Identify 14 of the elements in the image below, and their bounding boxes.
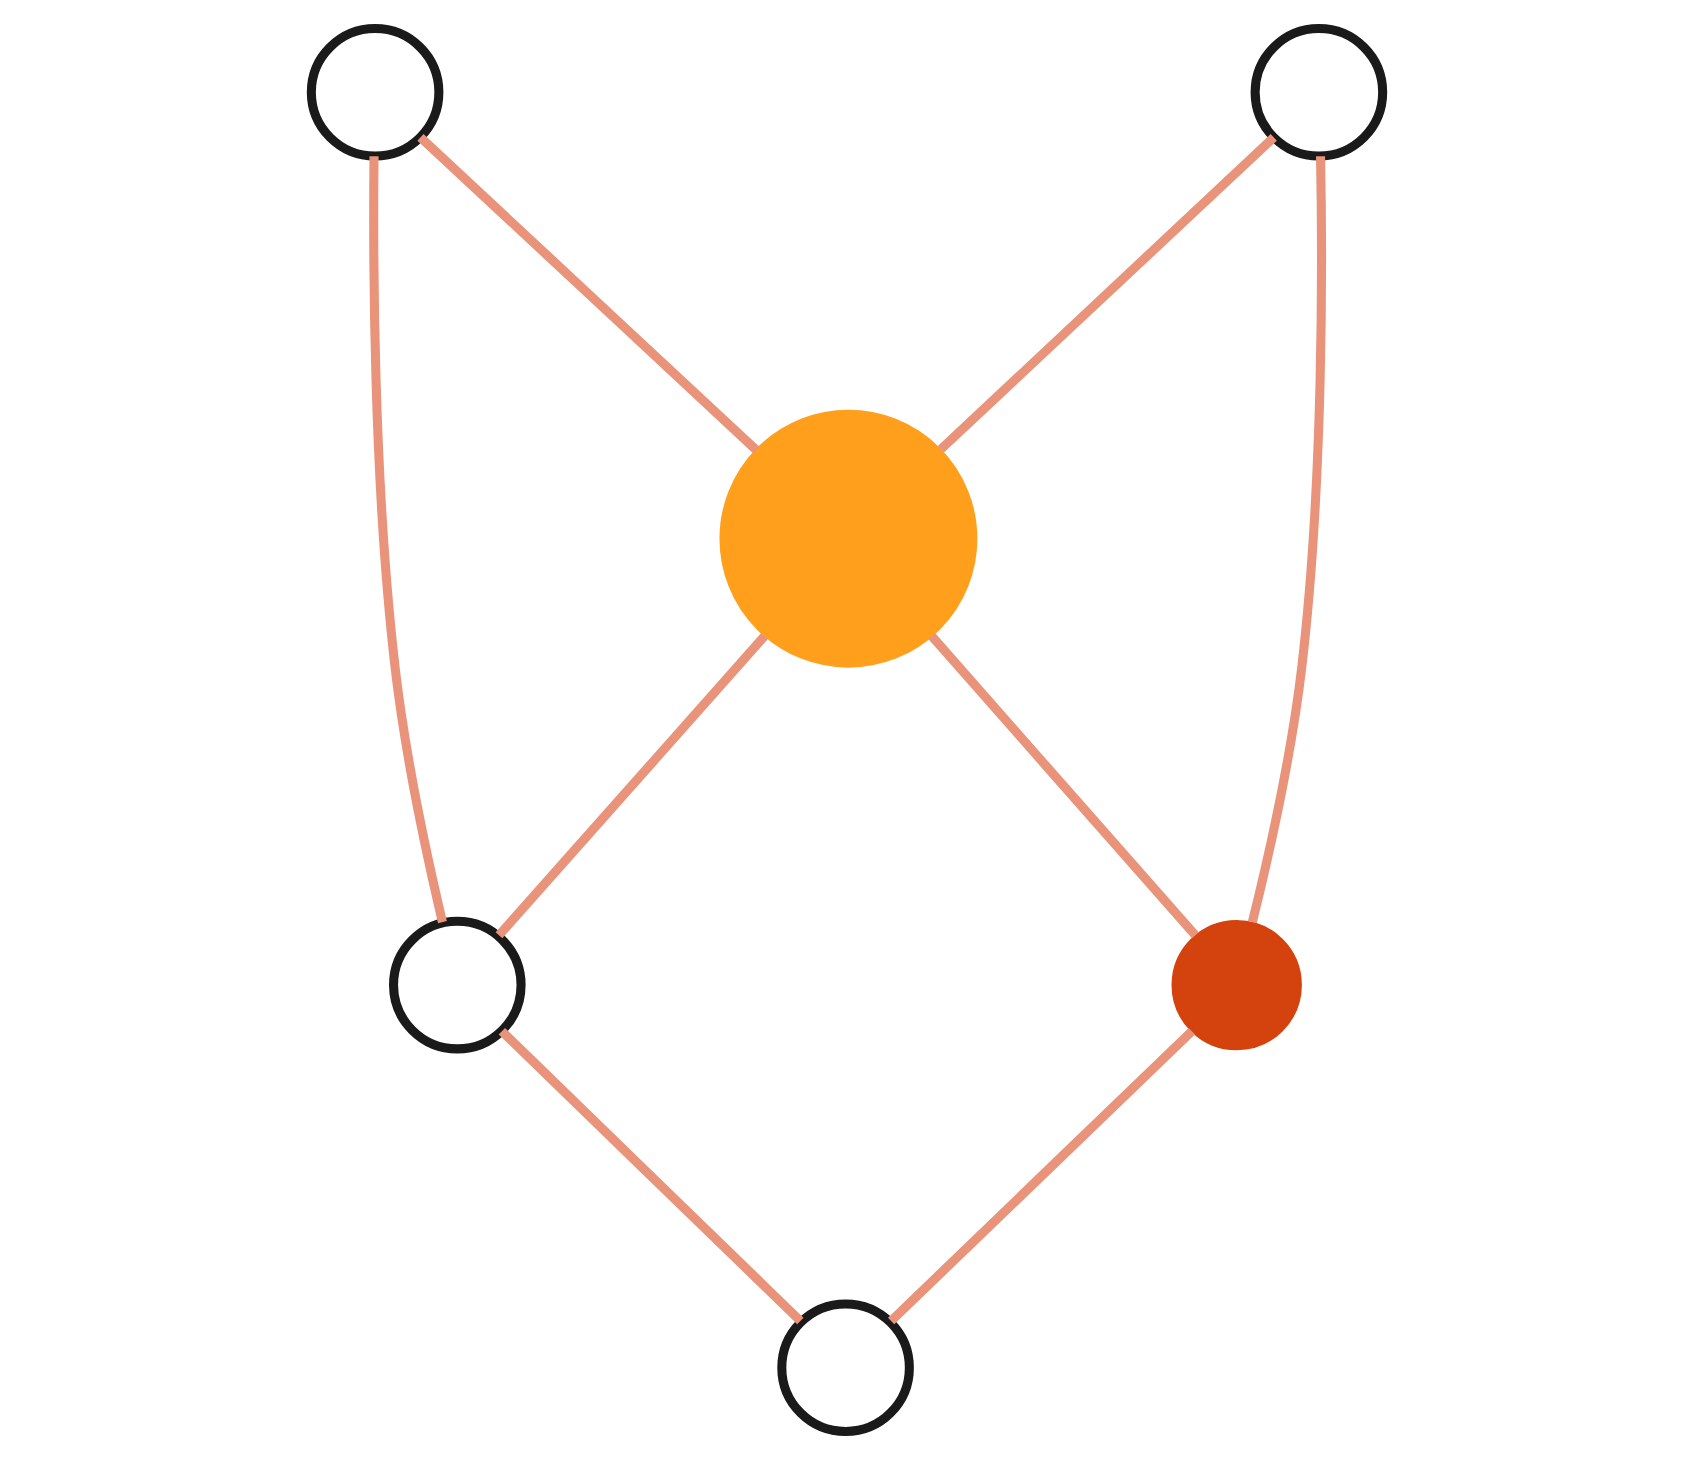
connector (494, 633, 767, 939)
node-circle (718, 409, 977, 668)
node-circle (776, 1299, 913, 1436)
node-circle (305, 24, 443, 161)
connector (416, 134, 759, 454)
connector (936, 134, 1276, 453)
connector (887, 1027, 1194, 1325)
node-circle (1249, 24, 1387, 161)
connector (368, 156, 446, 924)
connector (1246, 156, 1326, 924)
connector (927, 633, 1198, 939)
node-circle (1170, 919, 1301, 1051)
connector (497, 1027, 803, 1325)
node-circle (388, 916, 525, 1054)
